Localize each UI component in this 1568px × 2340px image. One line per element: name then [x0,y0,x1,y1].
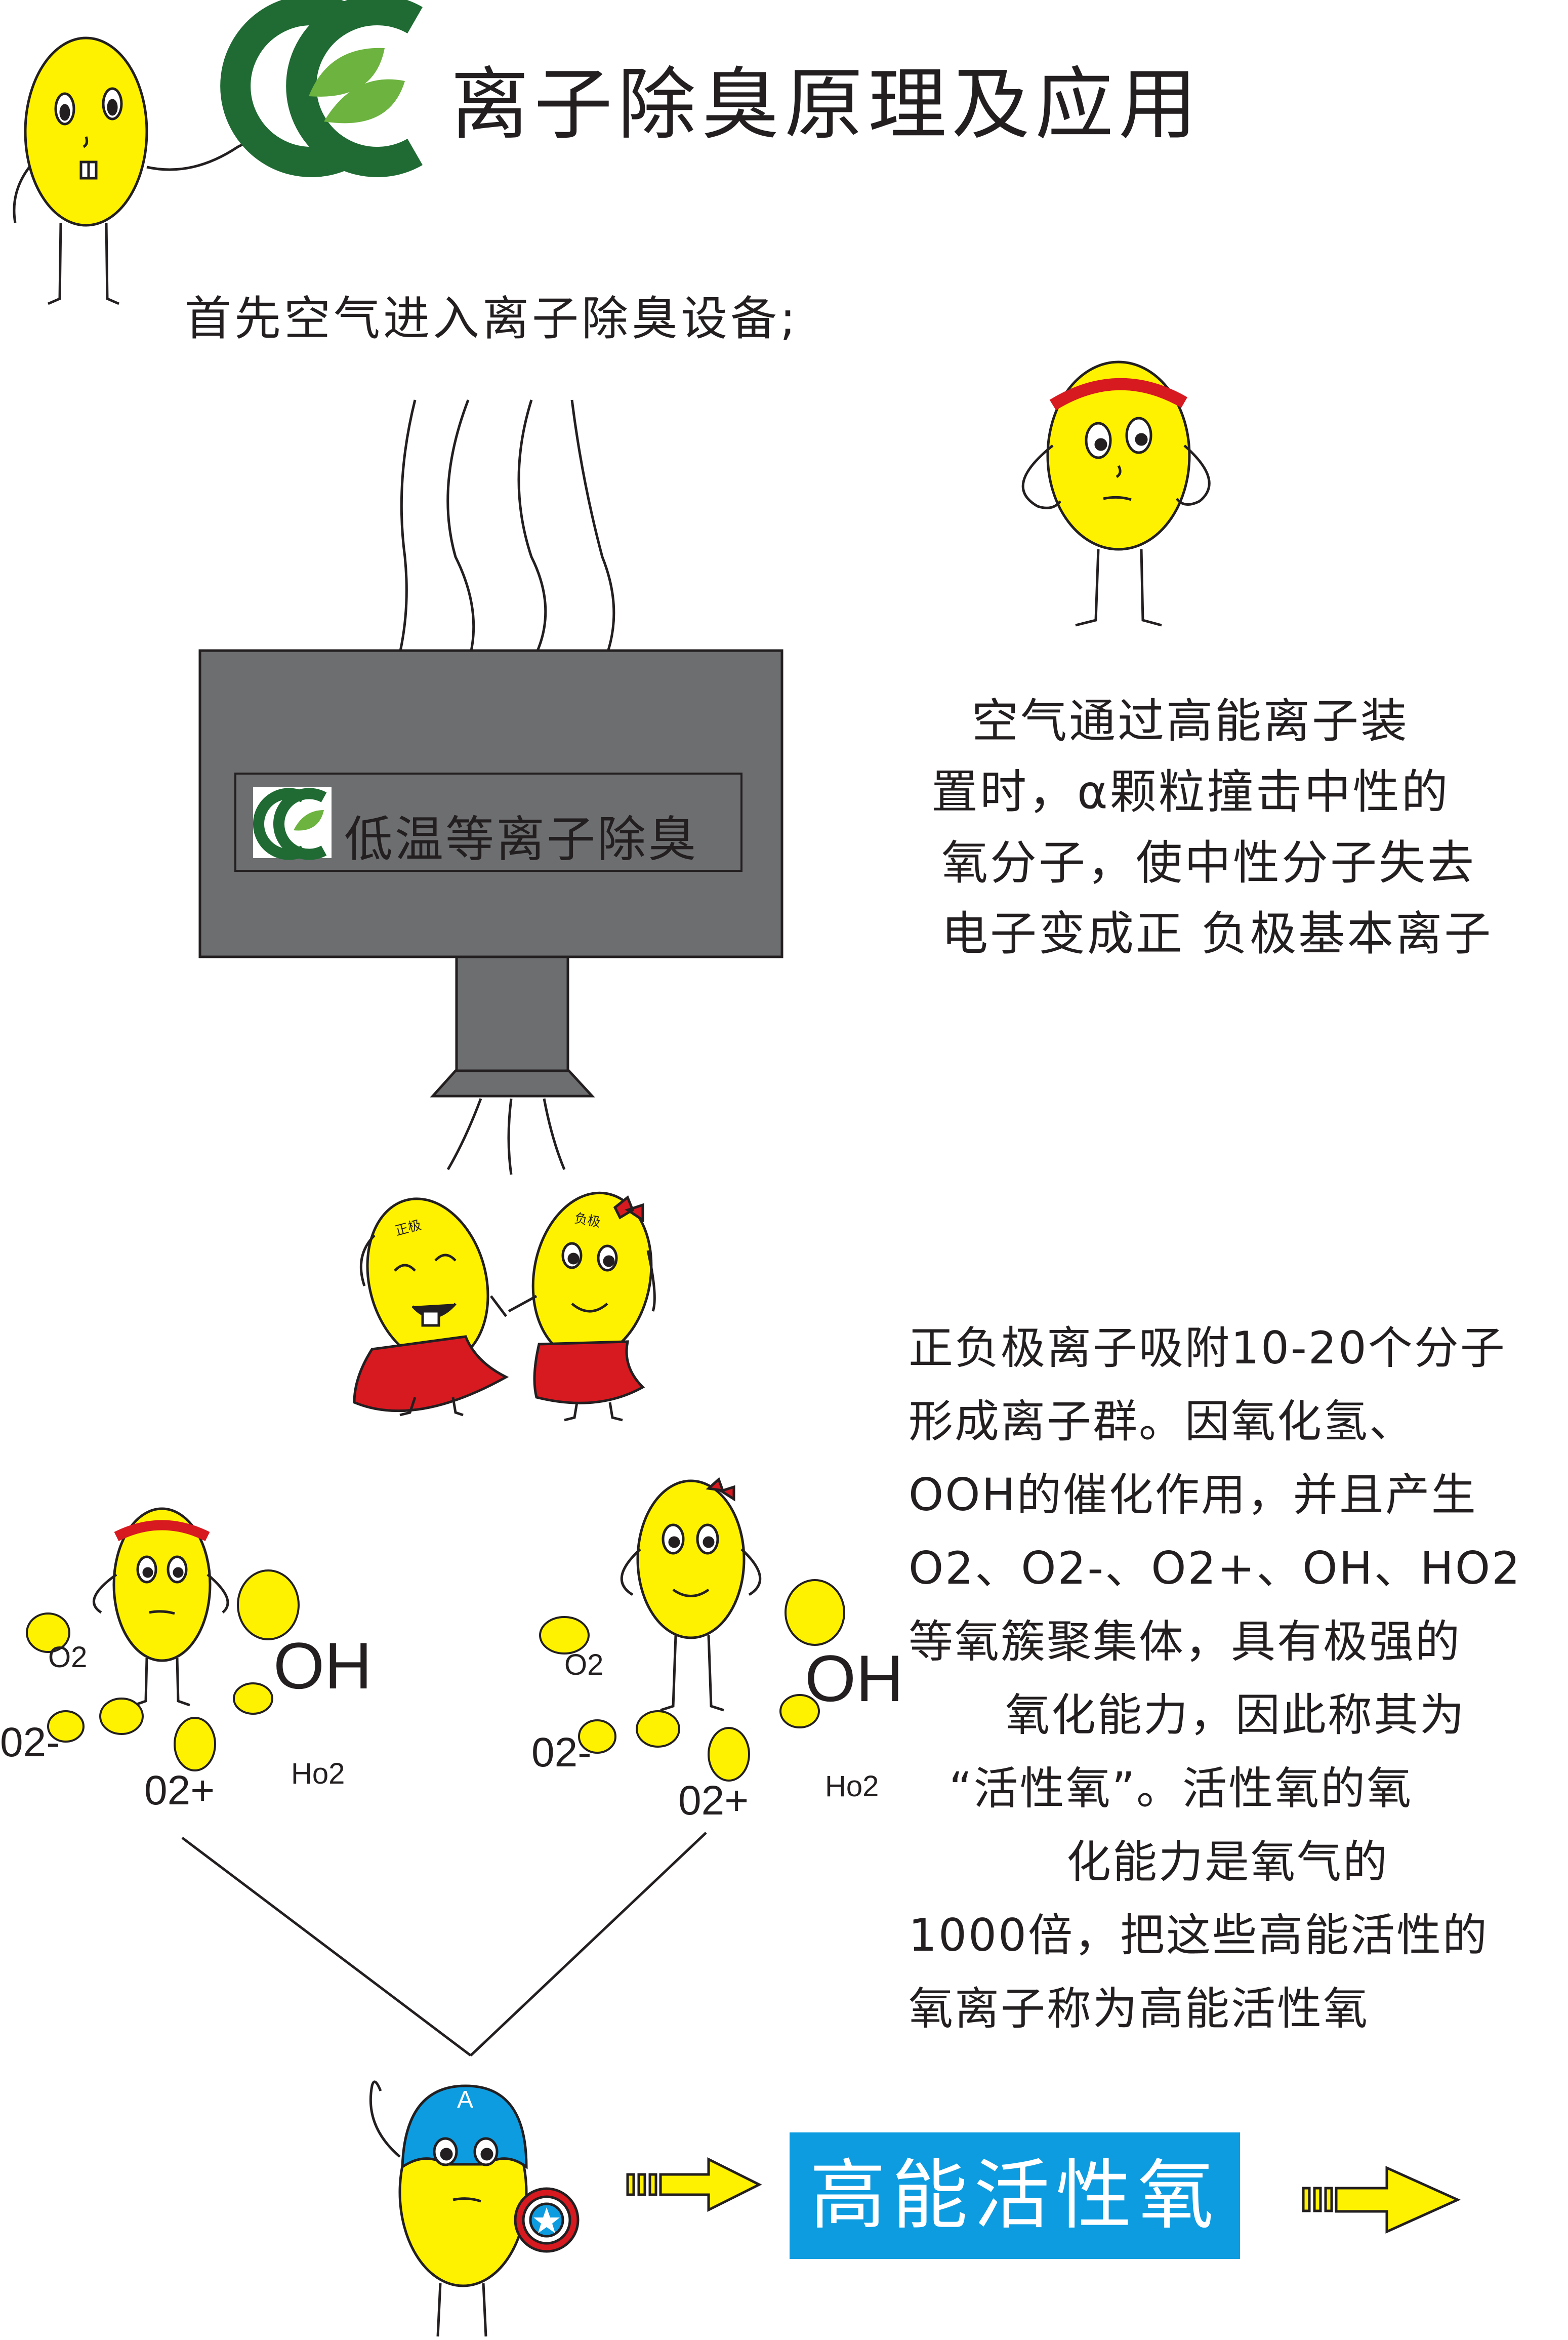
explanation-1-line: 空气通过高能离子装 [972,694,1410,748]
left-oh-label: OH [273,1629,372,1703]
convergence-lines [181,1832,707,2056]
explanation-1-line: 电子变成正 负极基本离子 [941,907,1493,961]
result-label: 高能活性氧 [809,2152,1220,2240]
arrow-to-result [626,2157,762,2212]
left-ho2-label: Ho2 [291,1757,345,1790]
air-flow-lines-out [446,1098,566,1175]
right-oh-label: OH [805,1641,903,1715]
explanation-2-line: 氧化能力，因此称其为 [959,1689,1466,1741]
left-o2-minus-label: 02- [0,1719,60,1765]
ion-group-right-mascot [620,1477,762,1712]
right-o2-minus-label: 02- [531,1729,592,1776]
right-o2-plus-label: 02+ [678,1778,749,1824]
explanation-2-line: 正负极离子吸附10-20个分子 [909,1322,1506,1374]
mascot-waving [13,36,254,305]
explanation-2-line: 氧离子称为高能活性氧 [909,1983,1370,2035]
explanation-2: 正负极离子吸附10-20个分子 形成离子群。因氧化氢、 OOH的催化作用，并且产… [909,1311,1521,2045]
arrow-from-result [1302,2166,1461,2234]
ec-logo [220,0,423,177]
explanation-1-line: 氧分子，使中性分子失去 [941,836,1476,890]
deodorizer-device [198,649,783,1098]
ion-couple [353,1191,656,1422]
explanation-2-line: 化能力是氧气的 [974,1836,1389,1888]
left-o2-label: O2 [48,1641,88,1674]
explanation-2-line: 1000倍，把这些高能活性的 [909,1909,1489,1961]
explanation-2-line: 形成离子群。因氧化氢、 [909,1395,1416,1447]
right-o2-label: O2 [564,1648,604,1681]
explanation-2-line: OOH的催化作用，并且产生 [909,1469,1477,1521]
ion-group-left-mascot [92,1507,229,1707]
explanation-1: 空气通过高能离子装 置时，α颗粒撞击中性的 氧分子，使中性分子失去 电子变成正 … [931,686,1493,970]
explanation-2-line: “活性氧”。活性氧的氧 [949,1762,1413,1814]
explanation-2-line: 等氧簇聚集体，具有极强的 [909,1616,1462,1668]
intro-text: 首先空气进入离子除臭设备; [185,292,799,346]
result-box: 高能活性氧 [790,2132,1240,2259]
mascot-captain [369,2080,580,2337]
explanation-2-line: O2、O2-、O2+、OH、HO2 [909,1542,1522,1594]
right-ho2-label: Ho2 [825,1770,879,1803]
page-title: 离子除臭原理及应用 [450,59,1202,150]
mascot-thinking [1021,360,1211,627]
helmet-letter: A [457,2086,474,2113]
explanation-1-line: 置时，α颗粒撞击中性的 [931,765,1450,819]
small-ion-blobs [26,1569,845,1782]
air-flow-lines-in [398,399,615,654]
left-o2-plus-label: 02+ [144,1767,215,1813]
device-label: 低温等离子除臭 [344,811,698,868]
